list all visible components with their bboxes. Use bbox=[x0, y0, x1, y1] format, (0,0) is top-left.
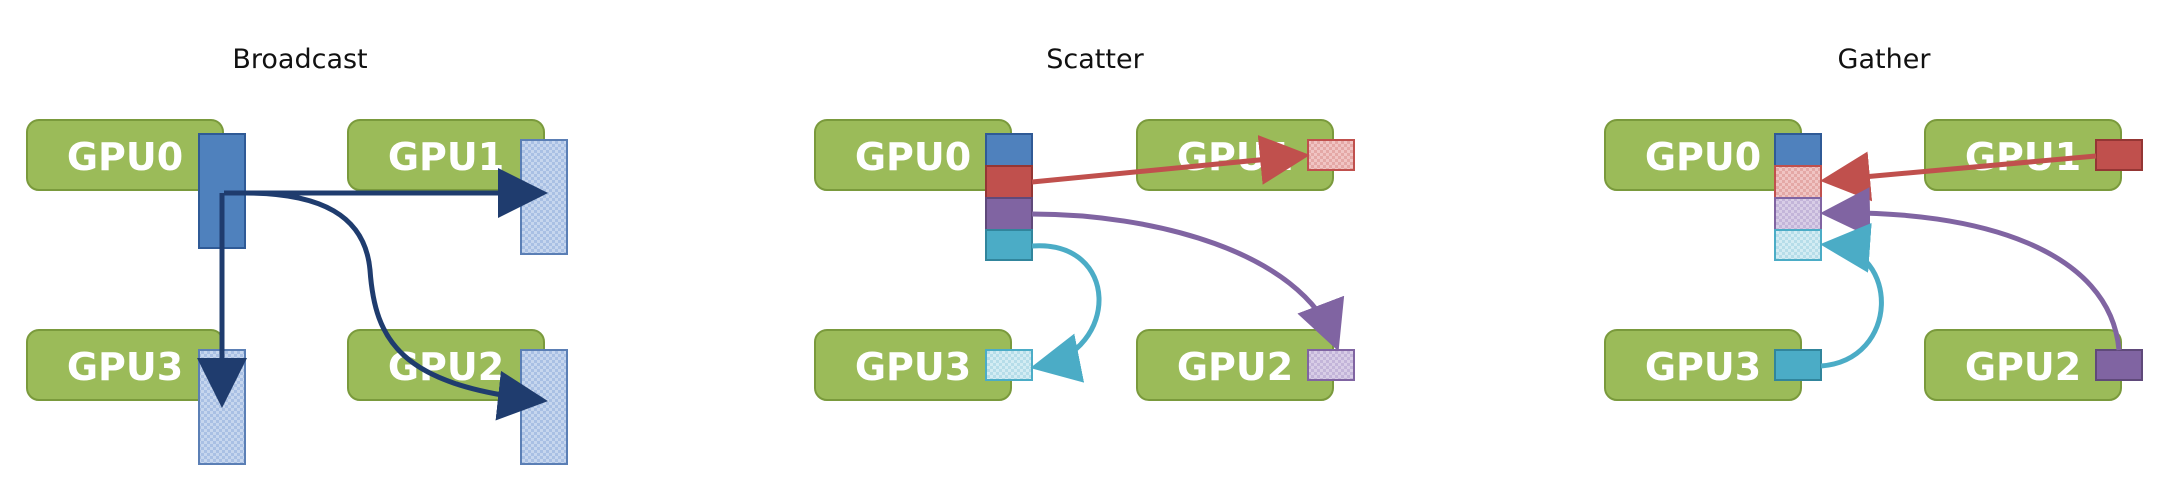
gpu-box-gpu2: GPU2 bbox=[1924, 329, 2122, 401]
gpu-box-gpu3: GPU3 bbox=[814, 329, 1012, 401]
gpu-label: GPU3 bbox=[1645, 345, 1761, 389]
gather-arrow-icon bbox=[1820, 151, 2097, 202]
chunk-block-purple-received bbox=[1307, 349, 1355, 381]
gpu-box-gpu1: GPU1 bbox=[347, 119, 545, 191]
panel-scatter: Scatter GPU0 GPU1 GPU3 GPU2 bbox=[814, 44, 1355, 401]
chunk-block-red bbox=[2095, 139, 2143, 171]
gpu-label: GPU2 bbox=[1177, 345, 1293, 389]
destination-buffer-block bbox=[520, 349, 568, 465]
chunk-block-purple-received bbox=[1774, 197, 1822, 231]
gpu-label: GPU2 bbox=[1965, 345, 2081, 389]
scatter-arrow-icon bbox=[1031, 134, 1310, 185]
gpu-box-gpu3: GPU3 bbox=[1604, 329, 1802, 401]
scatter-arrow-icon bbox=[1031, 211, 1345, 352]
gpu-box-gpu3: GPU3 bbox=[26, 329, 224, 401]
gpu-box-gpu0: GPU0 bbox=[814, 119, 1012, 191]
chunk-block-cyan bbox=[985, 229, 1033, 261]
gpu-box-gpu0: GPU0 bbox=[1604, 119, 1802, 191]
gpu-box-gpu2: GPU2 bbox=[347, 329, 545, 401]
panel-broadcast: Broadcast GPU0 GPU1 GPU3 GPU2 bbox=[26, 44, 568, 465]
gpu-label: GPU0 bbox=[1645, 135, 1761, 179]
chunk-block-cyan-received bbox=[1774, 229, 1822, 261]
chunk-block-blue bbox=[985, 133, 1033, 167]
gpu-box-gpu1: GPU1 bbox=[1924, 119, 2122, 191]
gather-arrow-icon bbox=[1820, 187, 2122, 351]
chunk-block-cyan bbox=[1774, 349, 1822, 381]
panel-gather: Gather GPU0 GPU1 GPU3 GPU2 bbox=[1604, 44, 2143, 401]
panel-title-scatter: Scatter bbox=[1046, 44, 1144, 75]
gather-arrow-icon bbox=[1820, 222, 1884, 369]
panel-title-gather: Gather bbox=[1838, 44, 1932, 75]
chunk-block-red bbox=[985, 165, 1033, 199]
gpu-label: GPU3 bbox=[67, 345, 183, 389]
broadcast-arrow-icon bbox=[244, 190, 548, 421]
gpu-label: GPU3 bbox=[855, 345, 971, 389]
gpu-box-gpu1: GPU1 bbox=[1136, 119, 1334, 191]
scatter-arrow-icon bbox=[1030, 243, 1102, 383]
gpu-label: GPU0 bbox=[67, 135, 183, 179]
destination-buffer-block bbox=[520, 139, 568, 255]
gpu-box-gpu2: GPU2 bbox=[1136, 329, 1334, 401]
chunk-block-cyan-received bbox=[985, 349, 1033, 381]
gpu-box-gpu0: GPU0 bbox=[26, 119, 224, 191]
chunk-block-purple bbox=[985, 197, 1033, 231]
gpu-label: GPU0 bbox=[855, 135, 971, 179]
chunk-block-blue bbox=[1774, 133, 1822, 167]
chunk-block-red-received bbox=[1774, 165, 1822, 199]
gpu-label: GPU1 bbox=[388, 135, 504, 179]
chunk-block-red-received bbox=[1307, 139, 1355, 171]
panel-title-broadcast: Broadcast bbox=[232, 44, 367, 75]
chunk-block-purple bbox=[2095, 349, 2143, 381]
